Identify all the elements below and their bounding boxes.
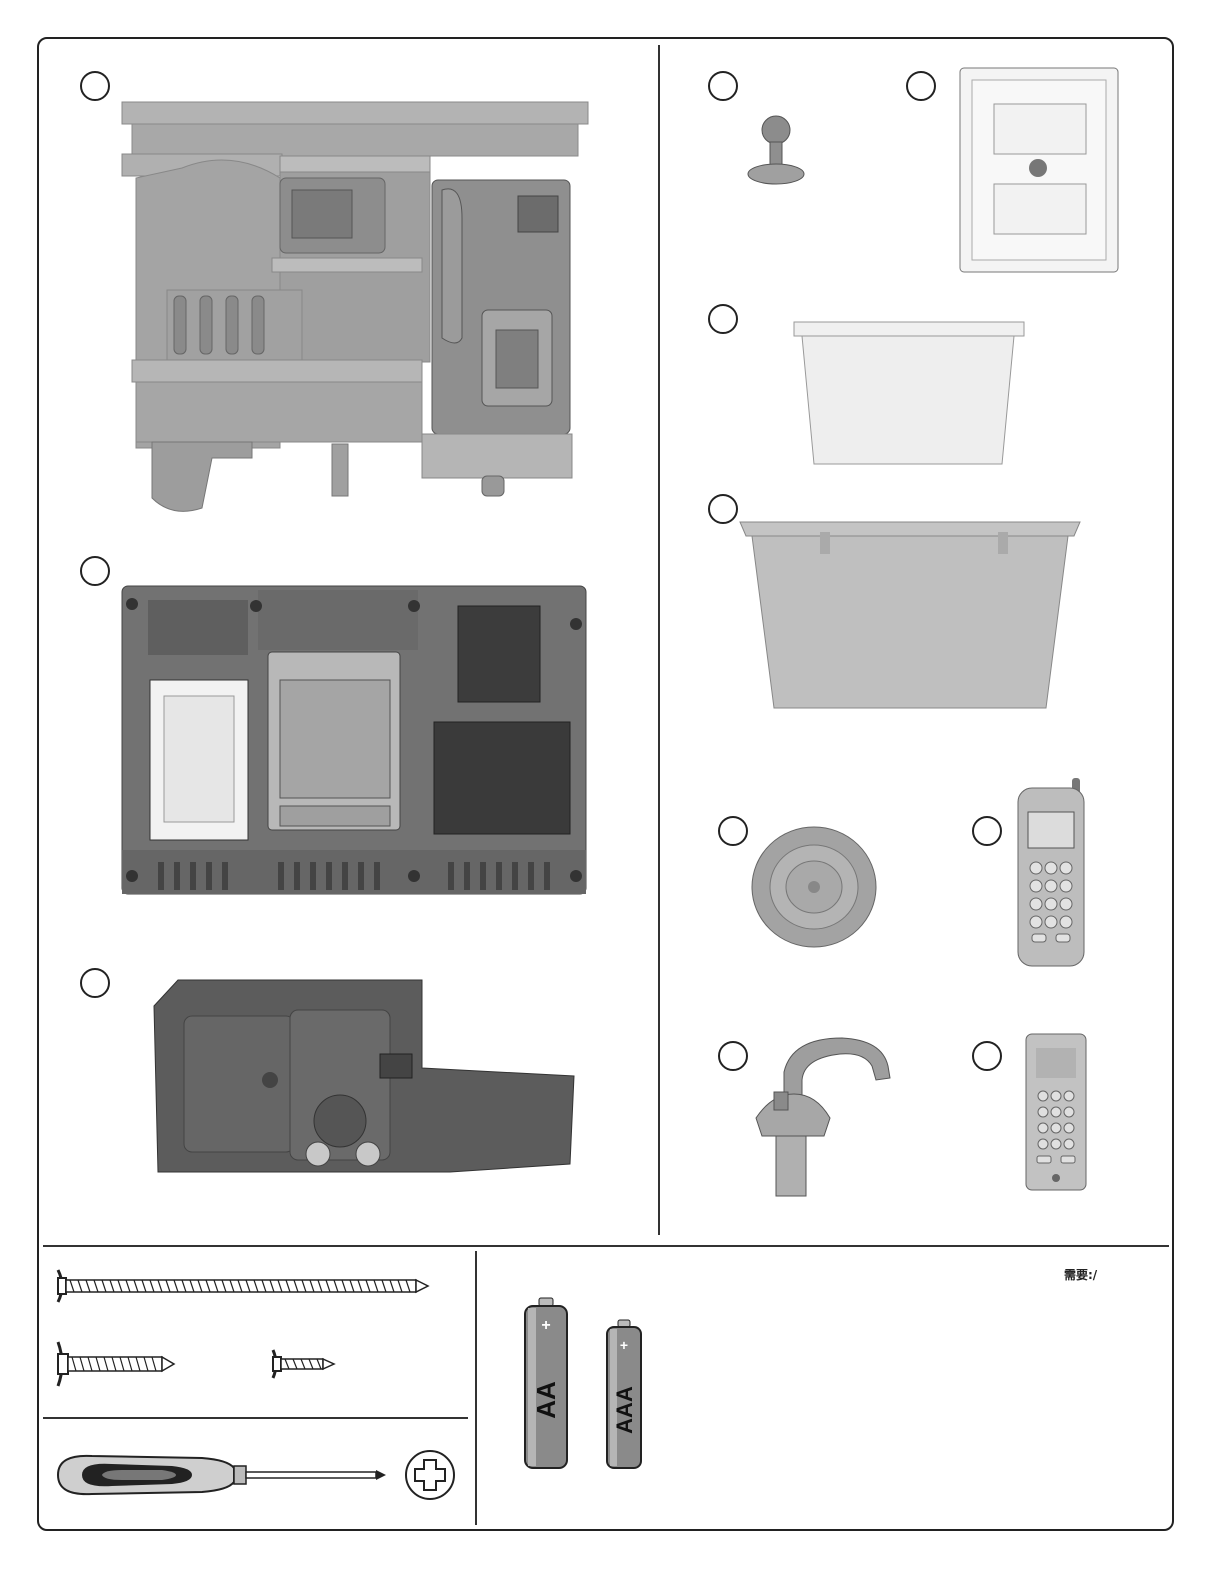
- part-number-circle: [80, 968, 110, 998]
- kitchen-base-cabinet-icon: [118, 580, 590, 898]
- phillips-screwdriver-icon: [52, 1448, 460, 1502]
- battery-plus-label: +: [620, 1337, 628, 1353]
- phone-base-icon: [1024, 1032, 1088, 1192]
- knob-peg-icon: [746, 112, 808, 188]
- part-number-circle: [906, 71, 936, 101]
- medium-screw-icon: [52, 1340, 176, 1388]
- large-sink-basin-icon: [736, 518, 1084, 716]
- short-screw-icon: [268, 1348, 336, 1380]
- part-number-circle: [708, 304, 738, 334]
- aa-battery-icon: + AA: [522, 1296, 570, 1472]
- cordless-phone-icon: [1014, 778, 1088, 968]
- white-cabinet-door-icon: [958, 66, 1120, 274]
- section-divider: [43, 1245, 1169, 1247]
- part-number-circle: [80, 71, 110, 101]
- part-number-circle: [80, 556, 110, 586]
- battery-size-label: AAA: [612, 1386, 637, 1434]
- small-sink-basin-icon: [792, 320, 1026, 468]
- aaa-battery-icon: + AAA: [604, 1318, 644, 1472]
- kitchen-upper-hutch-icon: [112, 98, 590, 518]
- part-number-circle: [708, 494, 738, 524]
- hardware-divider: [475, 1251, 477, 1525]
- round-speaker-icon: [748, 824, 880, 950]
- battery-plus-label: +: [541, 1317, 550, 1334]
- part-number-circle: [718, 816, 748, 846]
- part-number-circle: [972, 816, 1002, 846]
- sink-countertop-icon: [150, 976, 576, 1186]
- faucet-icon: [732, 1032, 894, 1198]
- part-number-circle: [708, 71, 738, 101]
- part-number-circle: [972, 1041, 1002, 1071]
- column-divider: [658, 45, 660, 1235]
- long-screw-icon: [52, 1268, 430, 1304]
- tool-divider: [43, 1417, 468, 1419]
- requirements-label: 需要:/: [1064, 1266, 1097, 1283]
- battery-size-label: AA: [531, 1381, 561, 1419]
